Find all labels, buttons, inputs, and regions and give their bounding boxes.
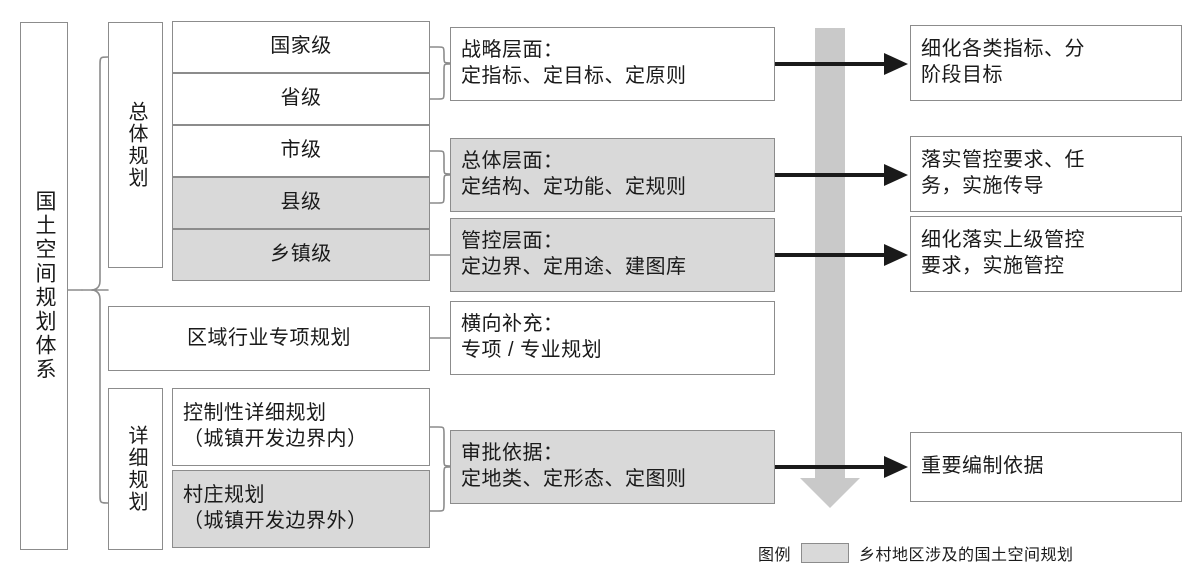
level-label-national: 国家级: [270, 35, 332, 58]
outcome-label-important-basis: 重要编制依据: [921, 455, 1044, 478]
outcome-box-important-basis: 重要编制依据: [910, 432, 1182, 502]
legend-description: 乡村地区涉及的国土空间规划: [859, 547, 1074, 564]
special-plan-box: 区域行业专项规划: [108, 306, 430, 371]
detailed-label-village-plan: 村庄规划 （城镇开发边界外）: [183, 484, 368, 532]
group-label-overall-plan: 总体规划: [125, 101, 147, 189]
level-label-township: 乡镇级: [270, 243, 332, 266]
level-label-municipal: 市级: [280, 139, 322, 162]
level-label-provincial: 省级: [280, 87, 322, 110]
outcome-label-implement-control: 落实管控要求、任 务，实施传导: [921, 149, 1085, 197]
level-box-provincial: 省级: [172, 73, 430, 125]
level-box-national: 国家级: [172, 21, 430, 73]
layer-box-horizontal-supplement: 横向补充： 专项 / 专业规划: [450, 301, 775, 375]
detailed-box-village-plan: 村庄规划 （城镇开发边界外）: [172, 470, 430, 548]
layer-label-overall-layer: 总体层面： 定结构、定功能、定规则: [461, 150, 687, 198]
special-plan-label: 区域行业专项规划: [187, 326, 351, 349]
legend-swatch: [801, 543, 850, 563]
group-box-overall-plan: 总体规划: [108, 22, 163, 268]
outcome-label-refine-indicators: 细化各类指标、分 阶段目标: [921, 38, 1085, 86]
layer-box-strategic-layer: 战略层面： 定指标、定目标、定原则: [450, 27, 775, 101]
legend-title: 图例: [758, 547, 792, 564]
detailed-box-regulatory-detailed-plan: 控制性详细规划 （城镇开发边界内）: [172, 388, 430, 466]
level-box-county: 县级: [172, 177, 430, 229]
outcome-box-implement-control: 落实管控要求、任 务，实施传导: [910, 136, 1182, 212]
level-label-county: 县级: [280, 191, 322, 214]
level-box-municipal: 市级: [172, 125, 430, 177]
layer-box-approval-basis: 审批依据： 定地类、定形态、定图则: [450, 430, 775, 504]
layer-label-strategic-layer: 战略层面： 定指标、定目标、定原则: [461, 39, 687, 87]
outcome-label-refine-upper-control: 细化落实上级管控 要求，实施管控: [921, 229, 1085, 277]
outcome-box-refine-upper-control: 细化落实上级管控 要求，实施管控: [910, 216, 1182, 292]
detailed-label-regulatory-detailed-plan: 控制性详细规划 （城镇开发边界内）: [183, 402, 368, 450]
downward-transmission-arrow: [800, 28, 860, 508]
level-box-township: 乡镇级: [172, 229, 430, 281]
layer-label-horizontal-supplement: 横向补充： 专项 / 专业规划: [461, 313, 603, 361]
layer-box-control-layer: 管控层面： 定边界、定用途、建图库: [450, 218, 775, 292]
group-box-detailed-plan: 详细规划: [108, 388, 163, 550]
group-label-detailed-plan: 详细规划: [125, 425, 147, 513]
root-title-box: 国土空间规划体系: [20, 22, 68, 550]
layer-label-control-layer: 管控层面： 定边界、定用途、建图库: [461, 230, 687, 278]
root-title-label: 国土空间规划体系: [33, 190, 57, 382]
outcome-box-refine-indicators: 细化各类指标、分 阶段目标: [910, 25, 1182, 101]
layer-label-approval-basis: 审批依据： 定地类、定形态、定图则: [461, 442, 687, 490]
legend: 图例 乡村地区涉及的国土空间规划: [758, 541, 1074, 565]
layer-box-overall-layer: 总体层面： 定结构、定功能、定规则: [450, 138, 775, 212]
